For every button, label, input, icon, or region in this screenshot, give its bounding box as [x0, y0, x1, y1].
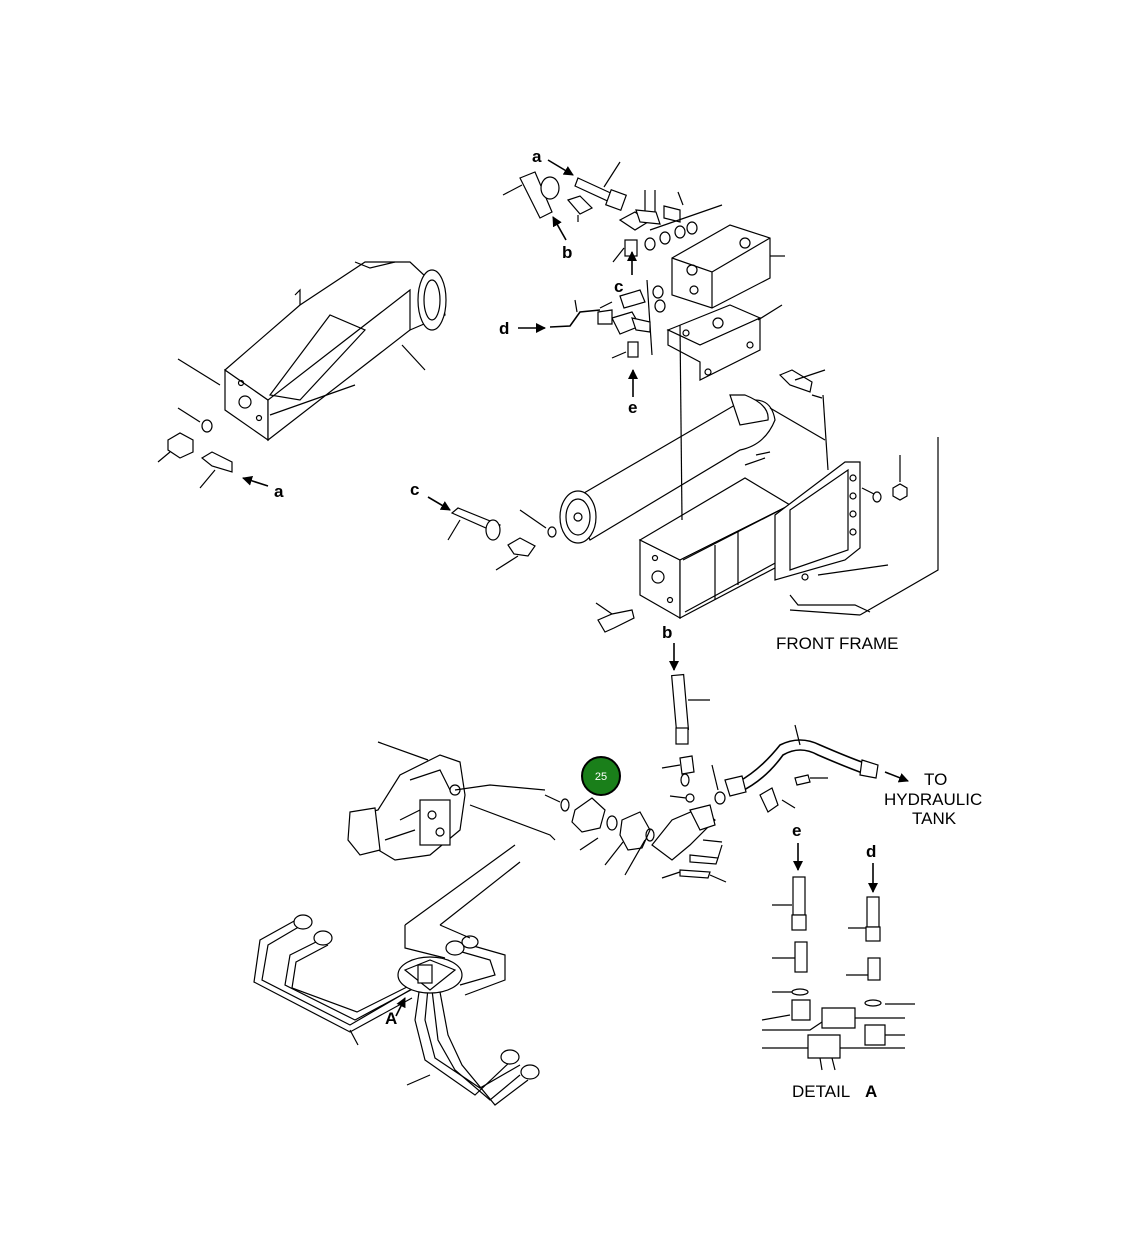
- top-fittings-cluster: [502, 161, 785, 381]
- caption-front-frame: FRONT FRAME: [776, 634, 898, 653]
- label-e-top: e: [628, 398, 637, 417]
- label-A-pipe: A: [385, 1009, 397, 1028]
- label-b-mid: b: [662, 623, 672, 642]
- left-fittings: [157, 407, 233, 489]
- caption-detail-letter: A: [865, 1082, 877, 1101]
- b-hose: [671, 673, 710, 745]
- caption-detail: DETAIL: [792, 1082, 850, 1101]
- hose-to-tank: [724, 724, 879, 813]
- label-b-top: b: [562, 243, 572, 262]
- label-d-top: d: [499, 319, 509, 338]
- caption-to: TO: [924, 770, 947, 789]
- label-d-detail: d: [866, 842, 876, 861]
- pipe-assembly: [253, 844, 540, 1106]
- caption-hydraulic: HYDRAULIC: [884, 790, 982, 809]
- detail-a: [761, 876, 915, 1071]
- label-a-left: a: [274, 482, 284, 501]
- label-c-mid: c: [410, 480, 419, 499]
- left-cylinder-housing: [177, 261, 447, 442]
- mid-left-fittings: [447, 507, 635, 633]
- label-a-top: a: [532, 147, 542, 166]
- callout-number: 25: [595, 771, 607, 783]
- front-frame-housing: [638, 324, 939, 620]
- flange-parts: [544, 755, 727, 883]
- caption-tank: TANK: [912, 809, 957, 828]
- callout-marker[interactable]: [581, 756, 621, 796]
- arrows: [242, 159, 909, 1017]
- main-cylinder: [559, 394, 826, 544]
- captions: FRONT FRAME TO HYDRAULIC TANK DETAIL A: [776, 634, 982, 1101]
- label-c-top: c: [614, 277, 623, 296]
- label-e-detail: e: [792, 821, 801, 840]
- callout-25[interactable]: 25: [581, 756, 621, 796]
- control-valve: [347, 741, 556, 861]
- frame-bolts: [778, 369, 908, 503]
- letter-labels: a b c d e a c b e d A: [274, 147, 876, 1028]
